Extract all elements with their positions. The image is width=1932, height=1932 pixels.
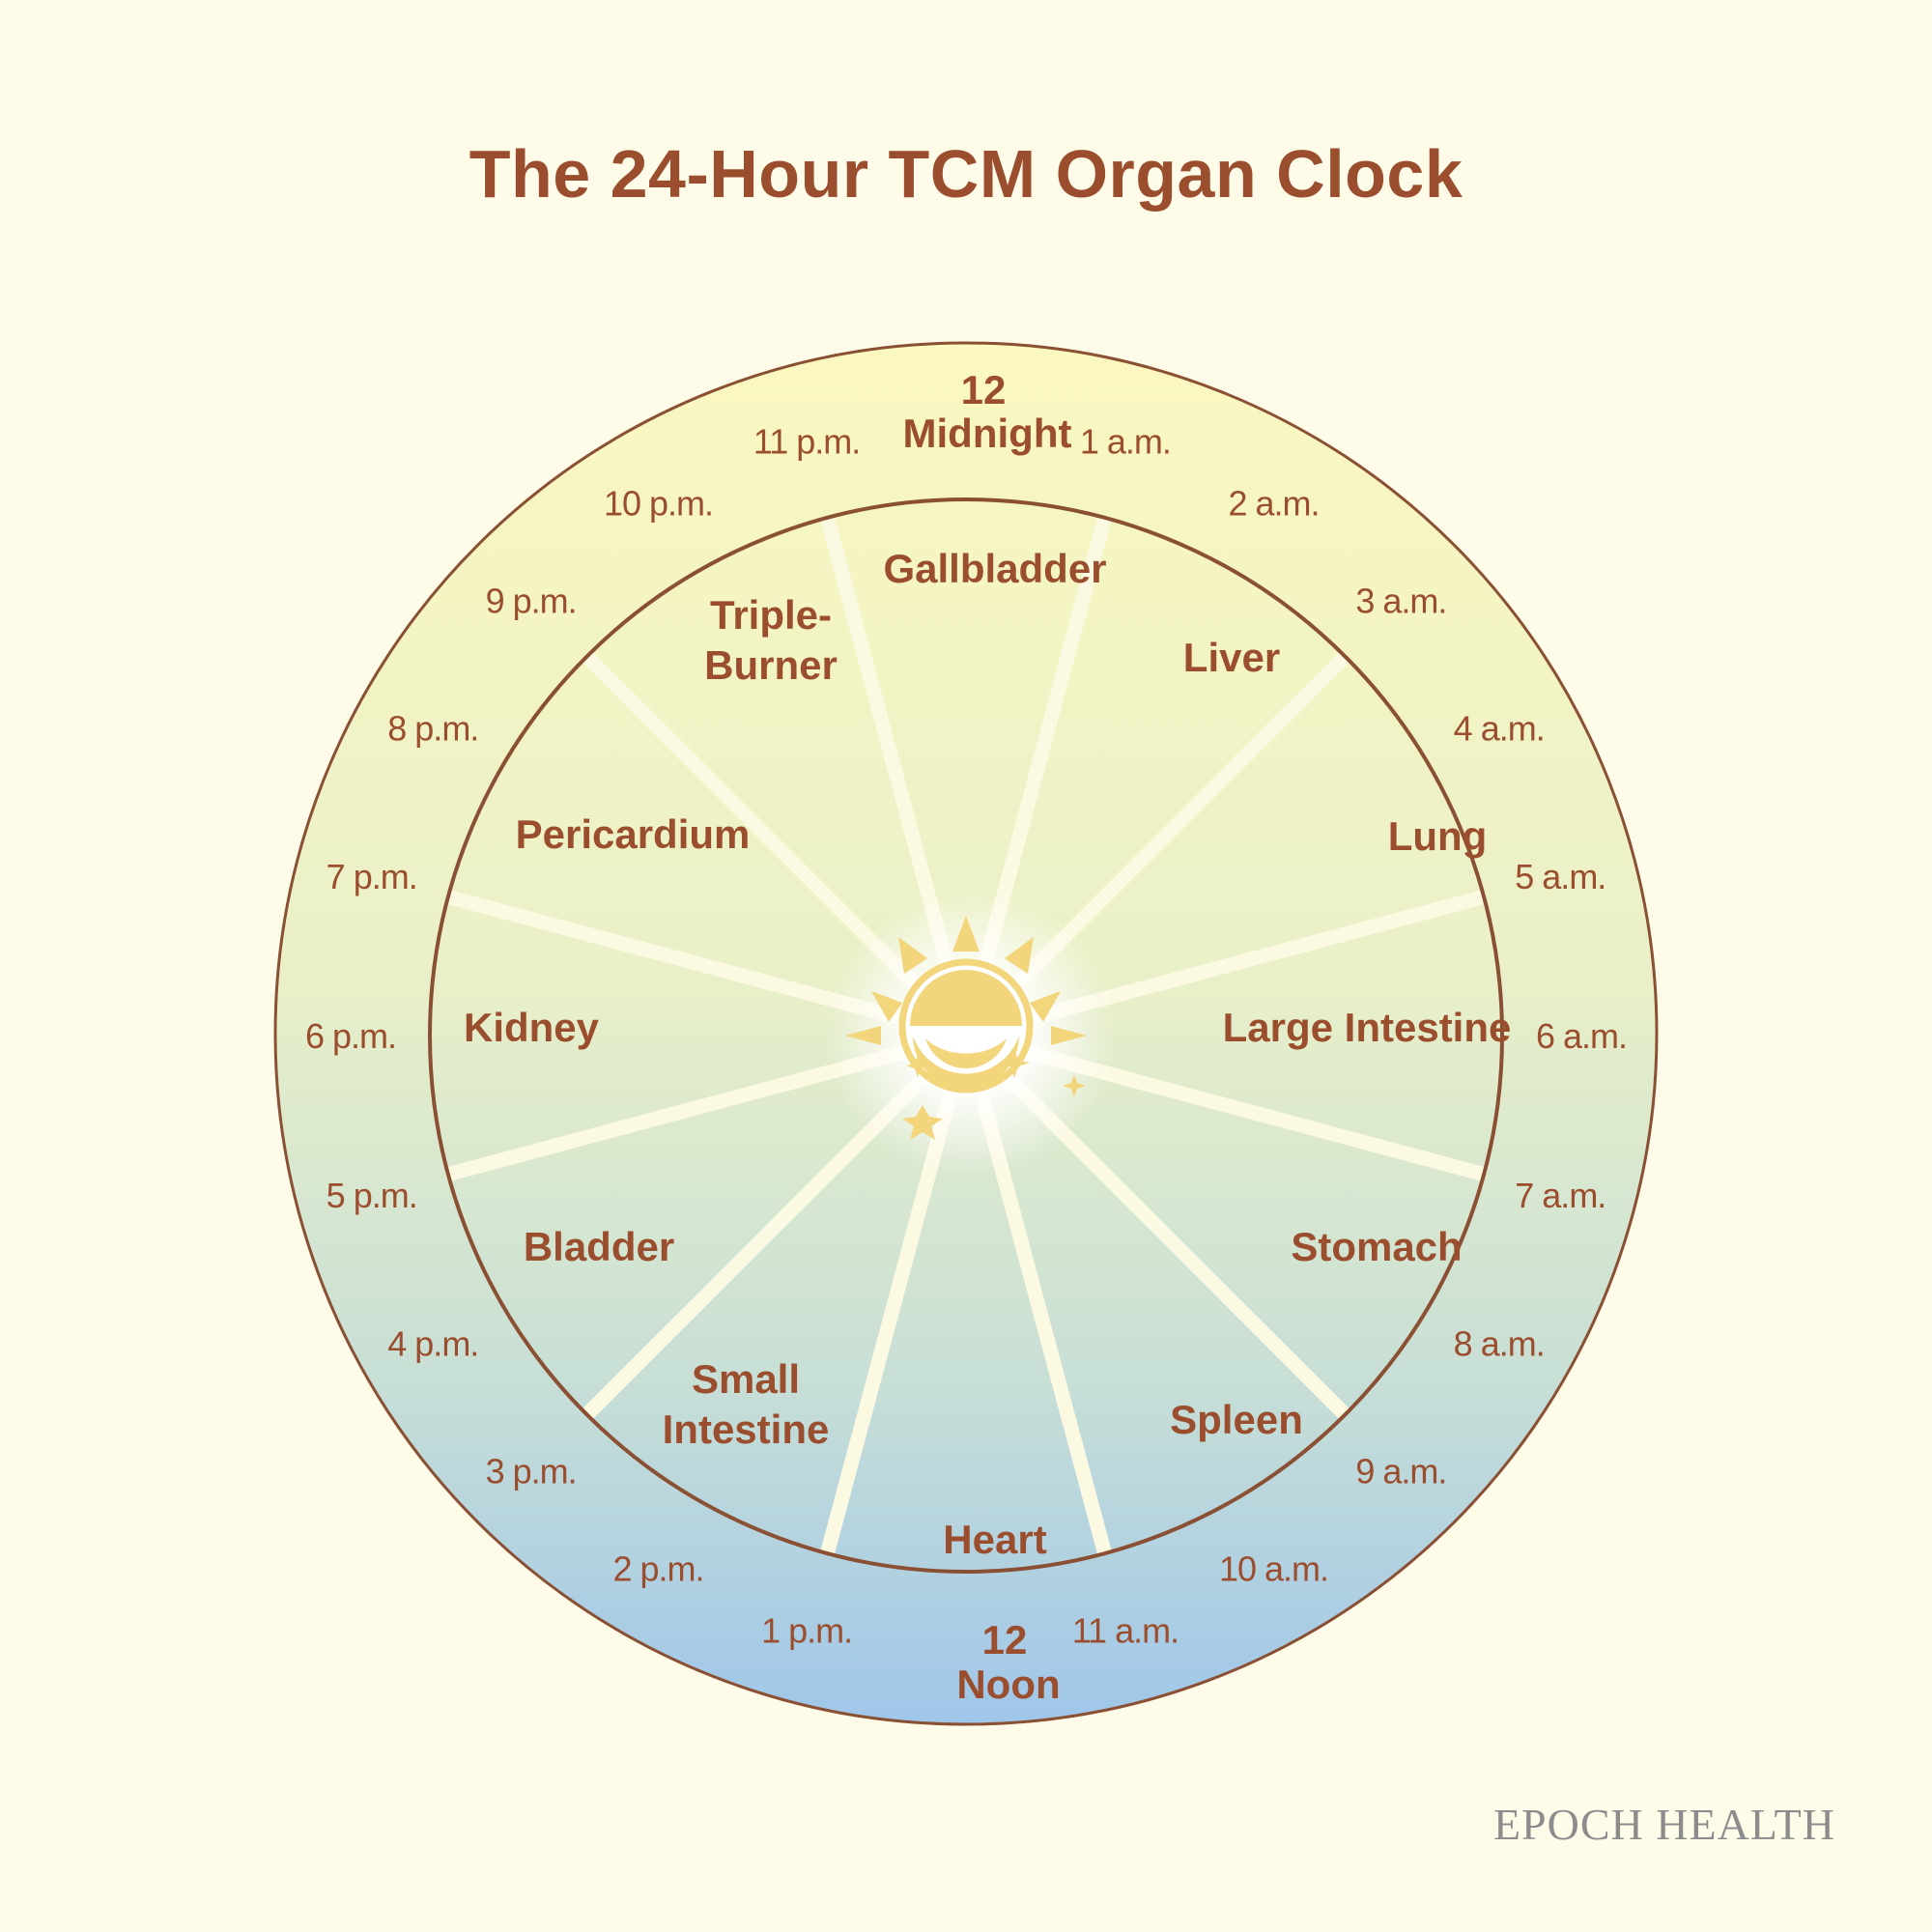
hour-label-22: 10 p.m. — [604, 483, 713, 523]
organ-label-pericardium: Pericardium — [516, 811, 751, 857]
hour-label-18: 6 p.m. — [305, 1016, 396, 1056]
organ-label-stomach: Stomach — [1291, 1224, 1462, 1269]
hour-label-15: 3 p.m. — [486, 1451, 577, 1491]
midnight-text: Midnight — [903, 411, 1072, 456]
hour-label-17: 5 p.m. — [327, 1176, 417, 1215]
organ-label-spleen: Spleen — [1170, 1397, 1303, 1442]
hour-label-14: 2 p.m. — [612, 1549, 703, 1589]
hour-label-13: 1 p.m. — [761, 1610, 852, 1650]
organ-label-heart: Heart — [943, 1517, 1046, 1562]
hour-label-20: 8 p.m. — [387, 709, 478, 749]
hour-label-16: 4 p.m. — [387, 1324, 478, 1364]
midnight-label: 12 Midnight — [903, 367, 1072, 456]
organ-label-bladder: Bladder — [524, 1224, 674, 1269]
hour-label-8: 8 a.m. — [1454, 1324, 1545, 1364]
inner-ring — [428, 497, 1504, 1574]
brand-logo: EPOCH HEALTH — [1492, 1800, 1835, 1849]
hour-label-2: 2 a.m. — [1228, 483, 1319, 523]
page-title: The 24-Hour TCM Organ Clock — [469, 136, 1463, 212]
organ-label-gallbladder: Gallbladder — [883, 546, 1106, 591]
hour-label-19: 7 p.m. — [327, 857, 417, 896]
sun-moon-icon — [845, 916, 1087, 1140]
organ-label-triple-burner: Burner — [704, 642, 838, 688]
hour-label-7: 7 a.m. — [1515, 1176, 1605, 1215]
noon-number: 12 — [982, 1617, 1028, 1662]
organ-label-lung: Lung — [1388, 813, 1488, 859]
hour-labels: 1 a.m. 2 a.m. 3 a.m. 4 a.m. 5 a.m. 6 a.m. 7 a.… — [305, 422, 1628, 1651]
hour-label-6: 6 a.m. — [1536, 1016, 1627, 1056]
noon-label: 12 Noon — [956, 1617, 1060, 1707]
organ-label-kidney: Kidney — [464, 1005, 600, 1050]
hour-label-21: 9 p.m. — [486, 582, 577, 621]
hour-label-23: 11 p.m. — [753, 422, 860, 462]
hour-label-5: 5 a.m. — [1515, 857, 1605, 896]
hour-label-9: 9 a.m. — [1355, 1451, 1446, 1491]
midnight-number: 12 — [961, 367, 1007, 412]
hour-label-10: 10 a.m. — [1219, 1549, 1328, 1589]
hour-label-3: 3 a.m. — [1355, 582, 1446, 621]
hour-label-1: 1 a.m. — [1080, 422, 1171, 462]
organ-label-large-intestine: Large Intestine — [1223, 1005, 1512, 1050]
organ-label-liver: Liver — [1183, 635, 1280, 680]
organ-label-small-intestine: Intestine — [663, 1406, 830, 1452]
organ-label-small-intestine: Small — [692, 1356, 800, 1402]
organ-label-triple-burner: Triple- — [710, 592, 832, 638]
noon-text: Noon — [956, 1662, 1060, 1707]
hour-label-4: 4 a.m. — [1454, 709, 1545, 749]
hour-label-11: 11 a.m. — [1072, 1610, 1179, 1650]
